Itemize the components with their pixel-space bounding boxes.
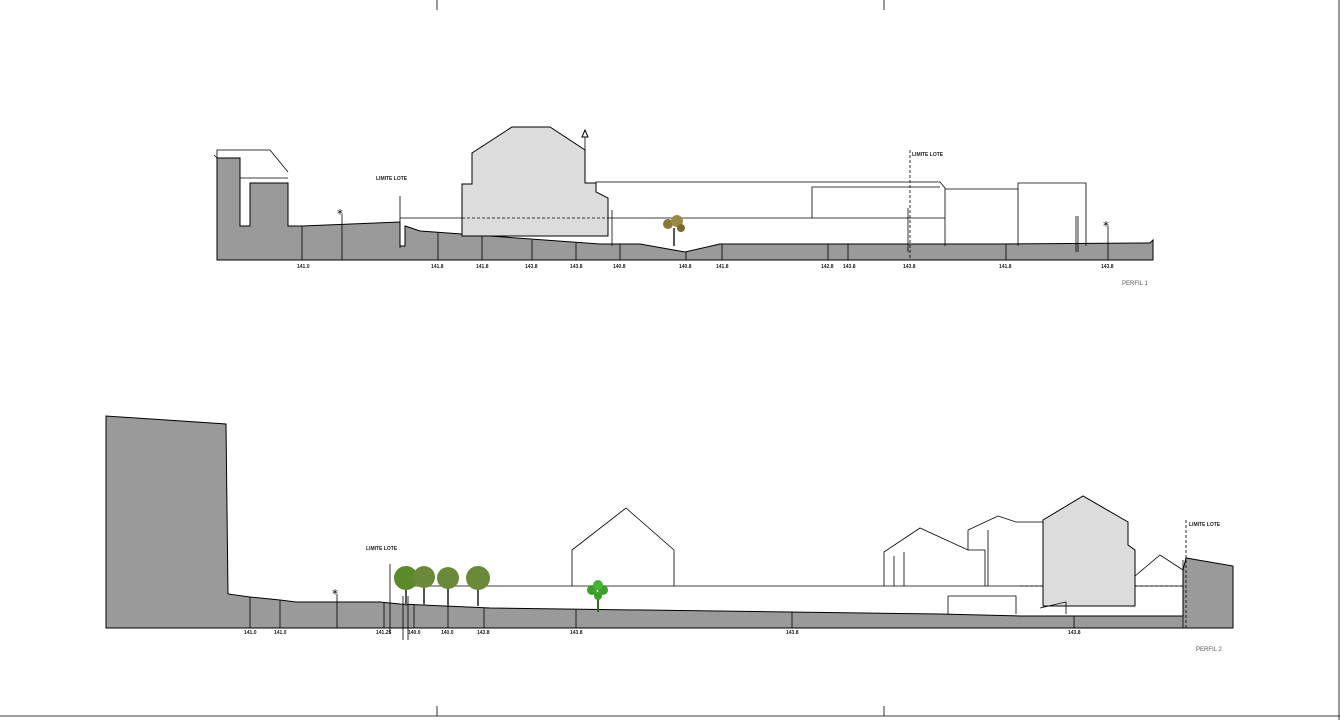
profile-2-title: PERFIL 2 [1196,647,1222,653]
profile-2-ground [105,415,1234,629]
ground-label: 143.8 [786,630,799,636]
ground-label: 141.25 [376,630,392,636]
profile-1-light-pole-icon: * * [337,207,1109,260]
profile-2-tree-icon [394,566,490,606]
ground-label: 141.0 [244,630,257,636]
profile-1-ground-ticks [301,226,1007,260]
ground-label: 143.8 [843,264,856,270]
profile-2-gable-house [571,507,675,586]
ground-label: 141.0 [297,264,310,270]
profile-1-limit-label-right: LIMITE LOTE [912,152,944,158]
ground-label: 141.8 [999,264,1012,270]
svg-text:*: * [332,587,338,601]
profile-1-ground [216,157,1154,261]
ground-label: 141.0 [274,630,287,636]
profile-1-flat-buildings [595,181,1087,252]
ground-label: 143.8 [525,264,538,270]
ground-label: 141.8 [476,264,489,270]
profile-2-ground-ticks [249,597,1075,628]
ground-label: 143.8 [570,264,583,270]
profile-1: * * 141.0 141.8 [213,126,1154,287]
ground-label: 140.0 [408,630,421,636]
profile-1-tree-icon [663,215,685,246]
profile-1-limit-markers [399,150,911,260]
profile-2: * [105,415,1234,653]
ground-label: 143.8 [570,630,583,636]
profile-1-ground-labels: 141.0 141.8 141.8 143.8 143.8 140.8 140.… [297,264,1114,270]
ground-label: 143.8 [1101,264,1114,270]
ground-label: 140.8 [613,264,626,270]
ground-label: 140.8 [679,264,692,270]
profile-2-limit-label: LIMITE LOTE [366,546,398,552]
ground-label: 142.8 [821,264,834,270]
ground-label: 141.8 [431,264,444,270]
profile-1-gable-building [461,126,609,237]
profile-1-limit-label: LIMITE LOTE [376,176,408,182]
profile-2-palm-icon [587,580,608,612]
svg-text:*: * [1103,219,1109,233]
ground-label: 143.8 [903,264,916,270]
ground-label: 143.8 [477,630,490,636]
ground-label: 141.8 [716,264,729,270]
profile-2-ground-labels: 141.0 141.0 141.25 140.0 140.0 143.8 143… [244,630,1081,636]
ground-label: 143.8 [1068,630,1081,636]
profile-2-light-pole-icon: * [332,587,338,628]
ground-label: 140.0 [441,630,454,636]
svg-text:*: * [337,207,343,221]
profile-1-left-building [213,149,289,179]
profile-1-title: PERFIL 1 [1122,281,1148,287]
profile-2-limit-markers [389,520,1187,640]
profile-2-right-buildings [883,495,1184,614]
profile-2-limit-label-right: LIMITE LOTE [1189,522,1221,528]
